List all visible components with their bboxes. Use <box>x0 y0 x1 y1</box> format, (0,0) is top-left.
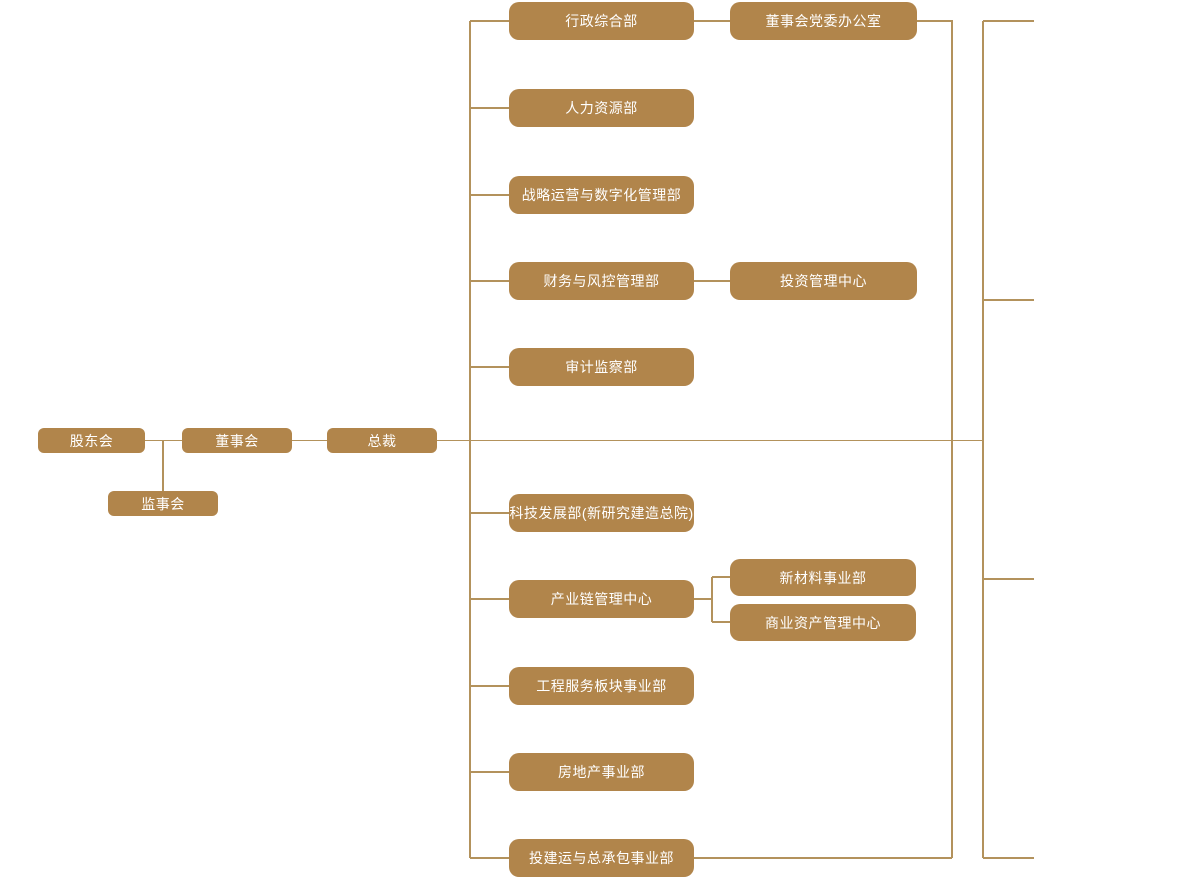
org-node-dept-strategy-digital: 战略运营与数字化管理部 <box>509 176 694 214</box>
org-node-board-of-directors: 董事会 <box>182 428 292 453</box>
org-node-office-board-party-committee: 董事会党委办公室 <box>730 2 917 40</box>
connector-line <box>712 576 730 578</box>
connector-line <box>711 577 713 622</box>
org-node-shareholders-meeting: 股东会 <box>38 428 145 453</box>
connector-line <box>694 280 730 282</box>
connector-line <box>982 21 984 858</box>
org-node-center-commercial-assets: 商业资产管理中心 <box>730 604 916 641</box>
org-node-president: 总裁 <box>327 428 437 453</box>
connector-line <box>470 280 509 282</box>
connector-line <box>983 857 1034 859</box>
connector-line <box>145 439 182 442</box>
connector-line <box>470 194 509 196</box>
connector-line <box>951 21 953 858</box>
connector-line <box>694 598 712 600</box>
org-node-supervisory-board: 监事会 <box>108 491 218 516</box>
org-node-dept-admin-general: 行政综合部 <box>509 2 694 40</box>
connector-line <box>470 107 509 109</box>
connector-line <box>470 20 509 22</box>
connector-line <box>712 621 730 623</box>
connector-line <box>983 299 1034 301</box>
connector-line <box>694 857 952 859</box>
connector-line <box>917 20 953 22</box>
connector-line <box>437 439 983 442</box>
connector-line <box>470 771 509 773</box>
org-node-dept-finance-risk-control: 财务与风控管理部 <box>509 262 694 300</box>
connector-line <box>292 439 327 442</box>
connector-line <box>470 512 509 514</box>
org-node-div-invest-build-contracting: 投建运与总承包事业部 <box>509 839 694 877</box>
connector-line <box>470 598 509 600</box>
connector-line <box>983 578 1034 580</box>
org-node-div-engineering-services: 工程服务板块事业部 <box>509 667 694 705</box>
org-node-dept-tech-development: 科技发展部(新研究建造总院) <box>509 494 694 532</box>
connector-line <box>162 441 164 491</box>
org-node-dept-human-resources: 人力资源部 <box>509 89 694 127</box>
connector-line <box>983 20 1034 22</box>
connector-line <box>470 685 509 687</box>
connector-line <box>469 21 471 858</box>
connector-line <box>470 857 509 859</box>
connector-line <box>694 20 730 22</box>
connector-line <box>470 366 509 368</box>
org-node-div-new-materials: 新材料事业部 <box>730 559 916 596</box>
org-node-center-investment-management: 投资管理中心 <box>730 262 917 300</box>
org-node-center-industry-chain: 产业链管理中心 <box>509 580 694 618</box>
org-node-dept-audit-supervision: 审计监察部 <box>509 348 694 386</box>
org-node-div-real-estate: 房地产事业部 <box>509 753 694 791</box>
